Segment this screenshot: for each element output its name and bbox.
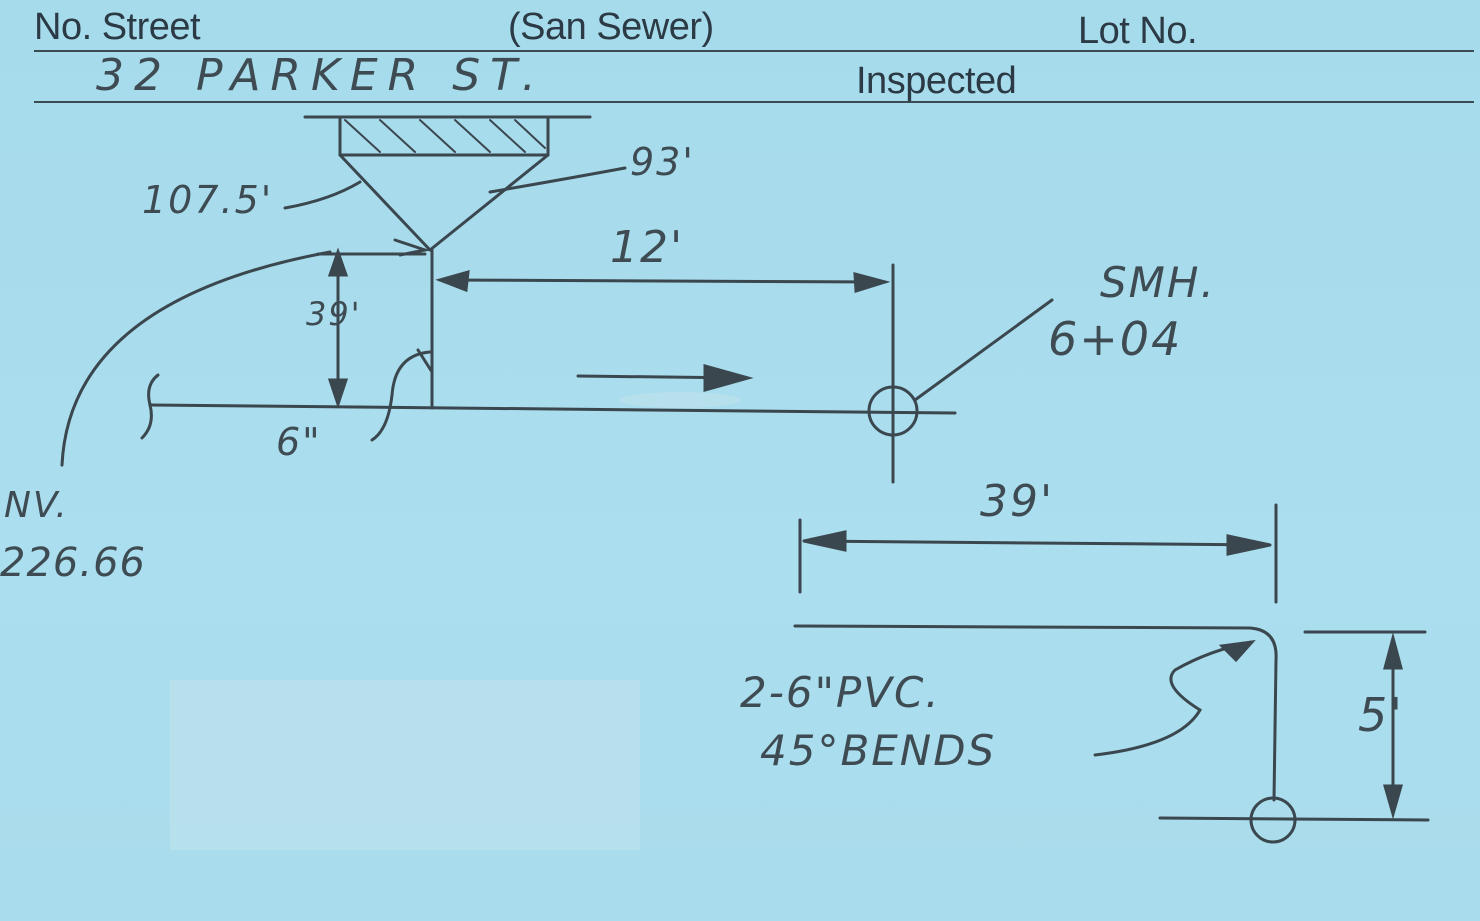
angle-left-label: 107.5' xyxy=(142,178,274,222)
offset-dimension: 12' xyxy=(610,222,685,273)
street-label: No. Street xyxy=(34,6,201,48)
manhole-station: 6+04 xyxy=(1048,312,1183,366)
detail-length-dimension: 39' xyxy=(980,476,1055,527)
inspected-label: Inspected xyxy=(856,60,1017,102)
angle-right-label: 93' xyxy=(630,140,695,184)
depth-dimension: 39' xyxy=(306,295,362,333)
invert-label: NV. xyxy=(4,485,69,526)
pipe-size-label: 6" xyxy=(276,420,322,464)
street-value: 32 PARKER ST. xyxy=(96,50,546,101)
header-rule-top xyxy=(34,50,1474,52)
type-label: (San Sewer) xyxy=(508,6,714,48)
lot-label: Lot No. xyxy=(1078,10,1198,52)
manhole-label: SMH. xyxy=(1100,258,1216,307)
detail-height-dimension: 5' xyxy=(1358,688,1404,742)
detail-note-line1: 2-6"PVC. xyxy=(740,668,941,717)
detail-note-line2: 45°BENDS xyxy=(760,726,997,775)
invert-value: 226.66 xyxy=(0,540,146,586)
header-rule-bottom xyxy=(34,101,1474,103)
